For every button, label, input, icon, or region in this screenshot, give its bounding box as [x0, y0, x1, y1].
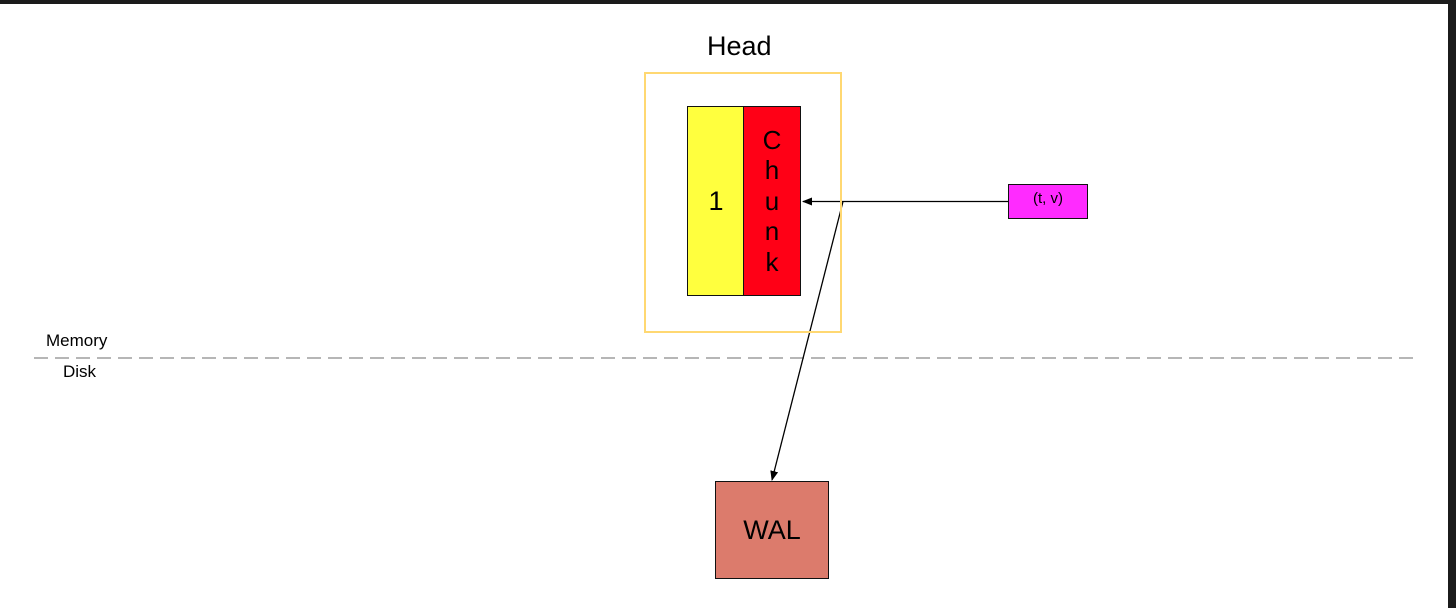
sample-node: (t, v): [1008, 184, 1088, 219]
chunk-label-letter: k: [765, 246, 779, 277]
head-block: [644, 72, 842, 333]
disk-label: Disk: [63, 362, 97, 381]
chunk-label-letter: n: [764, 216, 780, 247]
memory-label: Memory: [46, 331, 108, 350]
window-frame-right: [1448, 0, 1456, 608]
wal-label: WAL: [743, 514, 801, 545]
chunk-label-letter: C: [762, 124, 782, 155]
sample-label: (t, v): [1033, 190, 1063, 207]
arrow-sample-to-wal: [770, 201, 844, 481]
series-id-label: 1: [708, 185, 724, 216]
chunk-label-letter: u: [764, 185, 780, 216]
head-title: Head: [707, 31, 772, 61]
wal-node: WAL: [715, 481, 829, 579]
series-id-segment: 1: [687, 106, 745, 296]
chunk-label-letter: h: [764, 155, 780, 186]
window-frame-top: [0, 0, 1456, 4]
